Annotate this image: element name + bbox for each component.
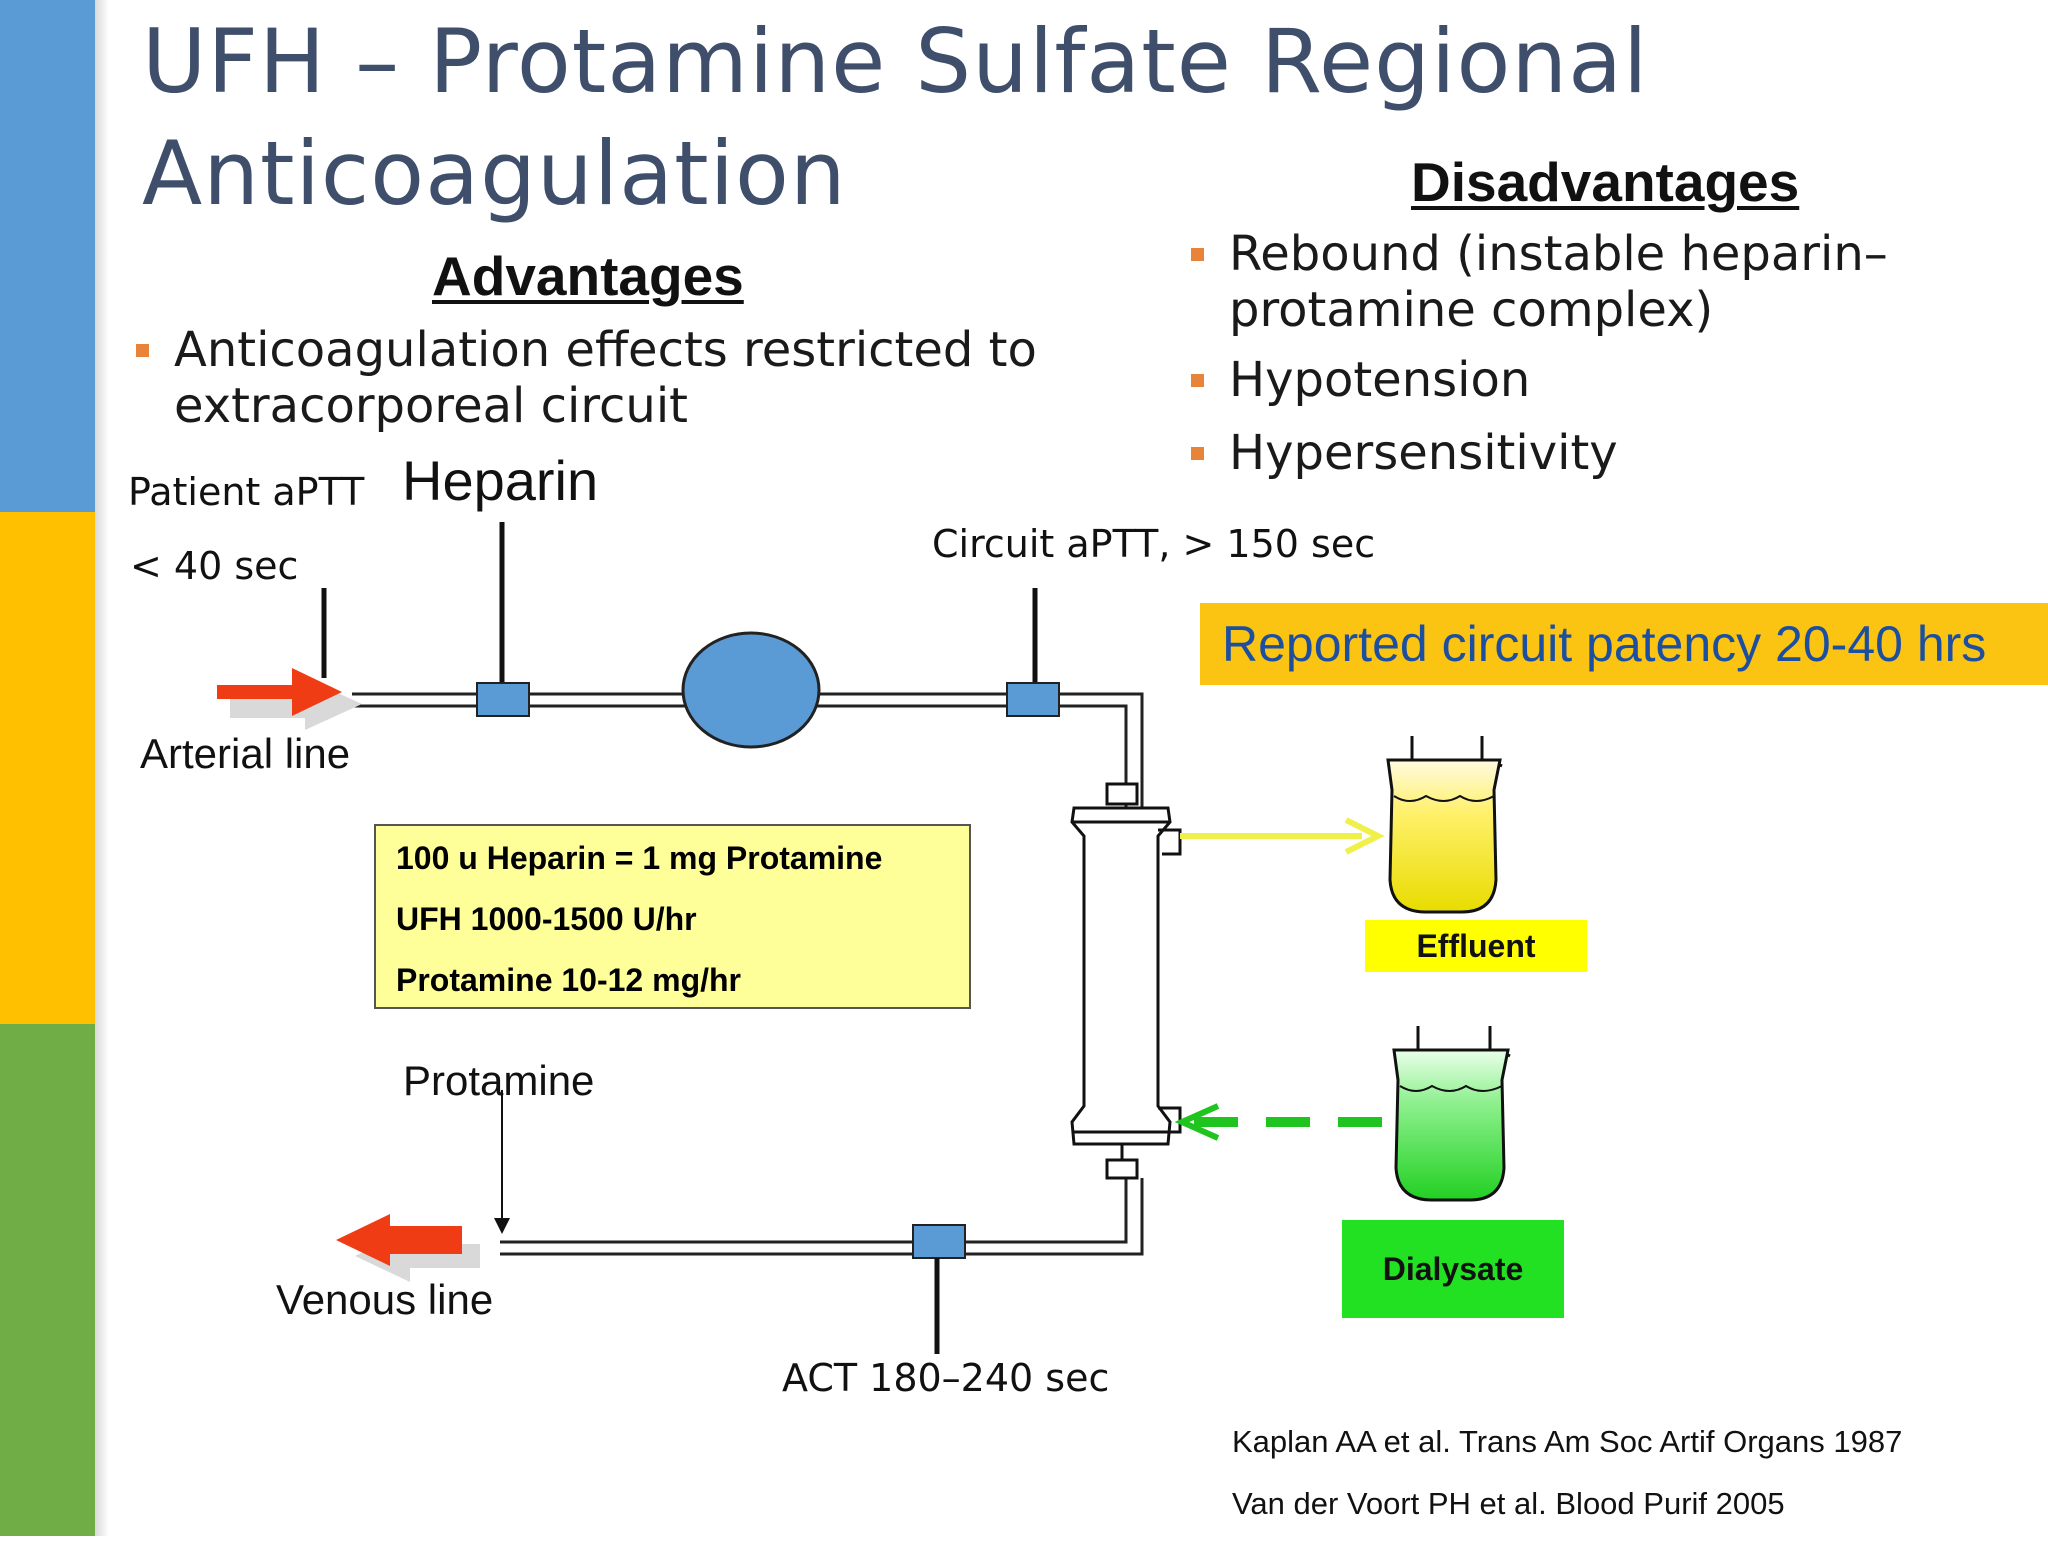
advantage-item-line2: extracorporeal circuit — [174, 378, 688, 434]
disadvantage-item-line1: Rebound (instable heparin– — [1229, 226, 1888, 282]
reference-item: Kaplan AA et al. Trans Am Soc Artif Orga… — [1232, 1424, 1903, 1459]
disadvantages-list: Rebound (instable heparin– protamine com… — [1191, 226, 2041, 481]
dialysate-bag-icon — [1392, 1026, 1511, 1202]
sidebar-band-yellow — [0, 512, 95, 1024]
bullet-square-icon — [136, 344, 149, 357]
venous-flow-arrow-icon — [336, 1214, 480, 1282]
disadvantage-item-line1: Hypotension — [1229, 352, 1531, 408]
protamine-arrowhead-icon — [494, 1218, 510, 1234]
bullet-square-icon — [1191, 248, 1204, 261]
sidebar-band-blue — [0, 0, 95, 512]
arterial-tubing — [352, 692, 1144, 808]
effluent-label: Effluent — [1365, 920, 1587, 972]
disadvantage-item: Hypotension — [1191, 352, 2041, 408]
slide-title: UFH – Protamine Sulfate Regional Anticoa… — [142, 6, 1742, 230]
slide-title-line2: Anticoagulation — [142, 122, 847, 225]
disadvantage-item-line2: protamine complex) — [1229, 282, 1714, 338]
disadvantage-item: Hypersensitivity — [1191, 425, 2041, 481]
arterial-flow-arrow-icon — [217, 668, 362, 730]
bullet-square-icon — [1191, 447, 1204, 460]
circuit-aptt-label: Circuit aPTT, > 150 sec — [932, 522, 1376, 566]
act-label: ACT 180–240 sec — [782, 1356, 1110, 1400]
venous-line-label: Venous line — [276, 1276, 494, 1323]
bullet-square-icon — [1191, 374, 1204, 387]
patient-aptt-label: Patient aPTT — [128, 470, 365, 514]
hemofilter — [1070, 782, 1182, 1180]
dosing-line: 100 u Heparin = 1 mg Protamine — [396, 840, 883, 876]
sidebar-color-bands — [0, 0, 109, 1536]
heparin-connector — [476, 682, 530, 717]
sidebar-band-green — [0, 1024, 95, 1536]
venous-tubing — [500, 1178, 1144, 1256]
effluent-arrowhead-icon — [1344, 817, 1385, 855]
effluent-bag-icon — [1386, 736, 1503, 914]
disadvantages-heading: Disadvantages — [1411, 151, 1800, 213]
slide-title-line1: UFH – Protamine Sulfate Regional — [142, 10, 1649, 113]
disadvantage-item: Rebound (instable heparin– protamine com… — [1191, 226, 2041, 338]
references: Kaplan AA et al. Trans Am Soc Artif Orga… — [1232, 1417, 1902, 1541]
reference-item: Van der Voort PH et al. Blood Purif 2005 — [1232, 1486, 1785, 1521]
dosing-line: Protamine 10-12 mg/hr — [396, 962, 741, 998]
advantage-item-line1: Anticoagulation effects restricted to — [174, 322, 1037, 378]
circuit-aptt-connector — [1006, 682, 1060, 717]
patient-aptt-value: < 40 sec — [130, 544, 299, 588]
protamine-label: Protamine — [403, 1057, 595, 1104]
dosing-box: 100 u Heparin = 1 mg Protamine UFH 1000-… — [374, 824, 971, 1009]
dialysate-arrowhead-icon — [1174, 1103, 1220, 1141]
dosing-line: UFH 1000-1500 U/hr — [396, 901, 697, 937]
heparin-label: Heparin — [402, 449, 599, 512]
patency-banner: Reported circuit patency 20-40 hrs — [1200, 603, 2048, 685]
blood-pump — [681, 631, 821, 749]
advantages-list: Anticoagulation effects restricted to ex… — [136, 322, 1136, 434]
dialysate-label: Dialysate — [1342, 1220, 1564, 1318]
disadvantage-item-line1: Hypersensitivity — [1229, 425, 1618, 481]
advantages-heading: Advantages — [432, 245, 744, 307]
advantage-item: Anticoagulation effects restricted to ex… — [136, 322, 1136, 434]
sidebar-shadow — [95, 0, 109, 1536]
act-connector — [912, 1224, 966, 1259]
arterial-line-label: Arterial line — [140, 730, 351, 777]
